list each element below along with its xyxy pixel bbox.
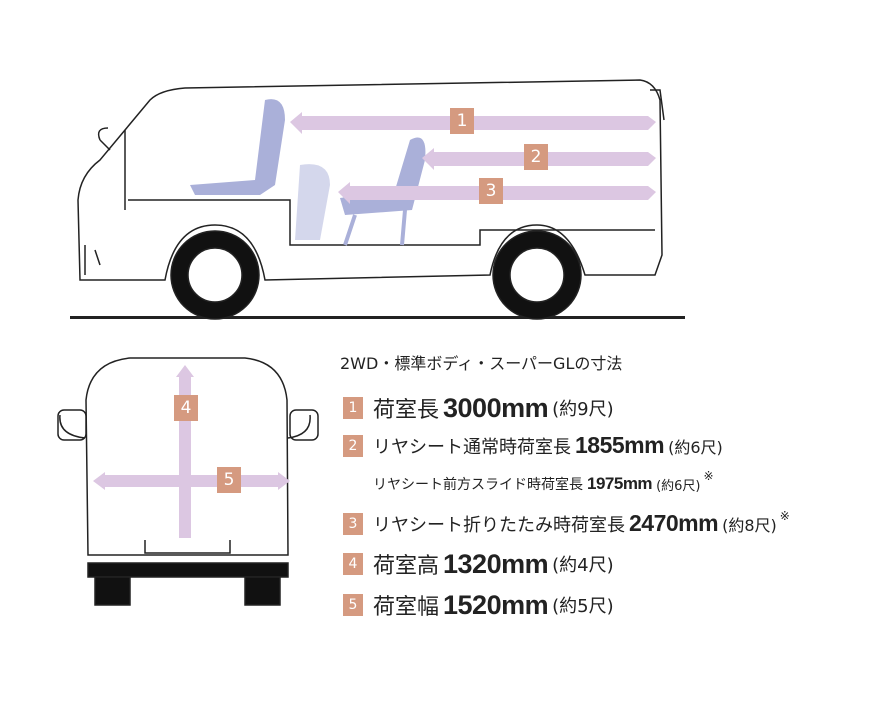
badge-4: 4: [174, 395, 198, 421]
label: リヤシート前方スライド時荷室長: [373, 477, 583, 493]
value: 3000mm: [443, 392, 549, 423]
label: リヤシート折りたたみ時荷室長: [373, 514, 625, 536]
num-badge: 5: [343, 594, 363, 616]
approx: (約9尺): [552, 399, 614, 420]
approx: (約8尺): [722, 515, 777, 535]
approx: (約4尺): [552, 555, 614, 576]
num-badge: 2: [343, 434, 363, 457]
num-badge: 3: [343, 512, 363, 535]
value: 1520mm: [443, 589, 549, 620]
value: 1855mm: [575, 432, 665, 458]
value: 2470mm: [629, 510, 719, 536]
approx: (約6尺): [656, 478, 701, 494]
badge-3: 3: [479, 178, 503, 204]
label: 荷室長: [373, 398, 440, 423]
num-badge: 1: [343, 397, 363, 419]
badge-5: 5: [217, 467, 241, 493]
label: 荷室幅: [373, 595, 440, 620]
rear-view-van: [57, 357, 319, 606]
badge-2: 2: [524, 144, 548, 170]
value: 1975mm: [587, 474, 653, 493]
approx: (約6尺): [668, 437, 723, 457]
side-view-van: [70, 79, 685, 320]
label: 荷室高: [373, 554, 440, 579]
label: リヤシート通常時荷室長: [373, 436, 571, 458]
spec-title: 2WD・標準ボディ・スーパーGLの寸法: [340, 354, 623, 373]
height-width-arrows: [93, 365, 290, 538]
note-mark: ※: [703, 469, 714, 483]
badge-1: 1: [450, 108, 474, 134]
approx: (約5尺): [552, 596, 614, 617]
value: 1320mm: [443, 548, 549, 579]
note-mark: ※: [779, 508, 790, 523]
num-badge: 4: [343, 553, 363, 575]
